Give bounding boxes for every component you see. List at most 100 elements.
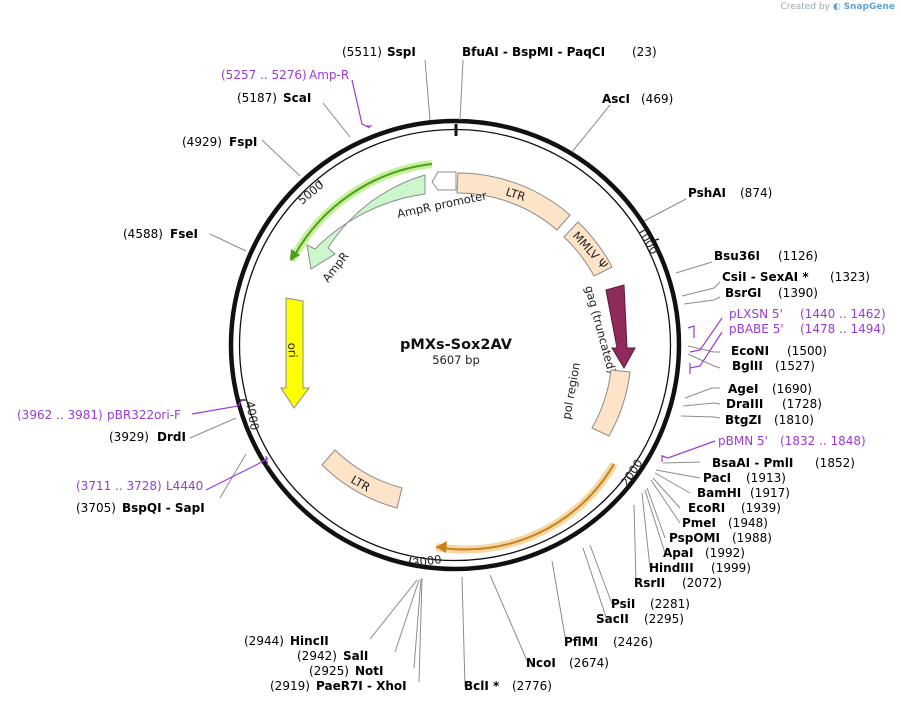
svg-text:(1478 .. 1494): (1478 .. 1494) — [800, 322, 886, 336]
svg-text:(1126): (1126) — [778, 249, 818, 263]
svg-text:(5511): (5511) — [342, 45, 382, 59]
enzyme-label-SspI: (5511) SspI — [342, 45, 416, 59]
svg-text:(2944): (2944) — [244, 634, 284, 648]
enzyme-label-AgeI: AgeI (1690) — [728, 382, 812, 396]
svg-text:(1852): (1852) — [815, 456, 855, 470]
enzyme-label-PacI: PacI (1913) — [703, 471, 786, 485]
svg-text:(23): (23) — [632, 45, 657, 59]
svg-text:AgeI: AgeI — [728, 382, 758, 396]
enzyme-label-Bsu36I: Bsu36I (1126) — [714, 249, 818, 263]
svg-text:HincII: HincII — [290, 634, 329, 648]
primer-label-pBMN: pBMN 5' (1832 .. 1848) — [718, 434, 866, 448]
svg-text:1000: 1000 — [634, 225, 661, 257]
enzyme-label-NotI: (2925) NotI — [309, 664, 384, 678]
svg-text:(1939): (1939) — [741, 501, 781, 515]
svg-text:SacII: SacII — [596, 612, 629, 626]
svg-text:CsiI - SexAI *: CsiI - SexAI * — [722, 270, 809, 284]
svg-text:BamHI: BamHI — [697, 486, 741, 500]
svg-text:(1917): (1917) — [750, 486, 790, 500]
svg-text:(1992): (1992) — [705, 546, 745, 560]
svg-text:(4588): (4588) — [123, 227, 163, 241]
svg-text:DraIII: DraIII — [726, 397, 763, 411]
snapgene-credit: Created by ◐ SnapGene — [780, 2, 895, 12]
svg-text:(3705): (3705) — [76, 501, 116, 515]
credit-prefix: Created by — [780, 2, 830, 12]
svg-text:(2281): (2281) — [650, 597, 690, 611]
orf-green-arrow — [288, 160, 433, 262]
enzyme-label-DrdI: (3929) DrdI — [109, 430, 186, 444]
enzyme-label-ApaI: ApaI (1992) — [663, 546, 745, 560]
svg-text:4000: 4000 — [243, 400, 262, 431]
svg-text:(1948): (1948) — [728, 516, 768, 530]
svg-text:(874): (874) — [740, 186, 772, 200]
mmlv-psi-feature: MMLV Ψ — [563, 221, 613, 277]
svg-text:ApaI: ApaI — [663, 546, 693, 560]
svg-text:(1690): (1690) — [772, 382, 812, 396]
svg-text:RsrII: RsrII — [634, 576, 665, 590]
svg-text:PspOMI: PspOMI — [669, 531, 720, 545]
svg-text:(3711 .. 3728): (3711 .. 3728) — [76, 479, 162, 493]
enzyme-label-EcoRI: EcoRI (1939) — [688, 501, 781, 515]
ori-feature: ori — [280, 297, 310, 409]
svg-text:(2072): (2072) — [682, 576, 722, 590]
enzyme-label-BtgZI: BtgZI (1810) — [725, 413, 814, 427]
enzyme-label-AscI: AscI (469) — [602, 92, 673, 106]
svg-text:(1728): (1728) — [782, 397, 822, 411]
svg-text:BsrGI: BsrGI — [725, 286, 762, 300]
svg-text:LTR: LTR — [504, 185, 527, 204]
svg-text:NcoI: NcoI — [526, 656, 556, 670]
svg-text:FspI: FspI — [229, 135, 257, 149]
enzyme-label-SalI: (2942) SalI — [297, 649, 368, 663]
primer-markers — [191, 79, 723, 491]
svg-text:PsiI: PsiI — [611, 597, 635, 611]
enzyme-label-BglII: BglII (1527) — [732, 359, 815, 373]
svg-text:(1323): (1323) — [830, 270, 870, 284]
svg-text:(1988): (1988) — [732, 531, 772, 545]
enzyme-label-PsiI: PsiI (2281) — [611, 597, 690, 611]
svg-text:3000: 3000 — [411, 552, 442, 570]
svg-text:(2776): (2776) — [512, 679, 552, 693]
svg-text:EcoNI: EcoNI — [731, 344, 769, 358]
svg-text:Bsu36I: Bsu36I — [714, 249, 760, 263]
enzyme-label-CsiI: CsiI - SexAI * (1323) — [722, 270, 870, 284]
ampr-feature: AmpR — [306, 174, 426, 285]
enzyme-label-BfuAI: BfuAI - BspMI - PaqCI (23) — [462, 45, 657, 59]
svg-text:PmeI: PmeI — [682, 516, 716, 530]
svg-text:(2925): (2925) — [309, 664, 349, 678]
enzyme-label-PspOMI: PspOMI (1988) — [669, 531, 772, 545]
svg-text:(2426): (2426) — [613, 635, 653, 649]
svg-text:(2942): (2942) — [297, 649, 337, 663]
plasmid-name: pMXs-Sox2AV — [400, 337, 513, 353]
enzyme-label-DraIII: DraIII (1728) — [726, 397, 822, 411]
svg-text:Amp-R: Amp-R — [309, 68, 349, 82]
primer-label-L4440: (3711 .. 3728) L4440 — [76, 479, 203, 493]
svg-text:BtgZI: BtgZI — [725, 413, 762, 427]
svg-text:ScaI: ScaI — [283, 91, 311, 105]
svg-text:(3929): (3929) — [109, 430, 149, 444]
primer-label-pBR322ori-F: (3962 .. 3981) pBR322ori-F — [17, 408, 181, 422]
tick-3000: 3000 — [408, 552, 442, 570]
gag-truncated-feature: gag (truncated) — [582, 284, 636, 375]
svg-text:(4929): (4929) — [182, 135, 222, 149]
enzyme-leader-lines — [189, 59, 721, 688]
svg-text:(5187): (5187) — [237, 91, 277, 105]
svg-text:(2674): (2674) — [569, 656, 609, 670]
enzyme-label-BclI: BclI * (2776) — [464, 679, 552, 693]
primer-label-pLXSN: pLXSN 5' (1440 .. 1462) — [729, 307, 886, 321]
tick-4000: 4000 — [240, 399, 262, 431]
svg-text:BsaAI - PmlI: BsaAI - PmlI — [712, 456, 793, 470]
svg-text:(2919): (2919) — [270, 679, 310, 693]
svg-text:(1440 .. 1462): (1440 .. 1462) — [800, 307, 886, 321]
svg-text:DrdI: DrdI — [157, 430, 186, 444]
enzyme-label-EcoNI: EcoNI (1500) — [731, 344, 827, 358]
svg-text:(1390): (1390) — [778, 286, 818, 300]
svg-text:(3962 .. 3981): (3962 .. 3981) — [17, 408, 103, 422]
enzyme-label-PshAI: PshAI (874) — [688, 186, 772, 200]
enzyme-label-BsaAI: BsaAI - PmlI (1852) — [712, 456, 855, 470]
plasmid-length: 5607 bp — [432, 353, 480, 367]
ltr-feature-2: LTR — [321, 449, 403, 509]
svg-text:(1913): (1913) — [746, 471, 786, 485]
enzyme-label-FspI: (4929) FspI — [182, 135, 257, 149]
svg-text:(5257 .. 5276): (5257 .. 5276) — [221, 68, 307, 82]
svg-text:HindIII: HindIII — [649, 561, 694, 575]
